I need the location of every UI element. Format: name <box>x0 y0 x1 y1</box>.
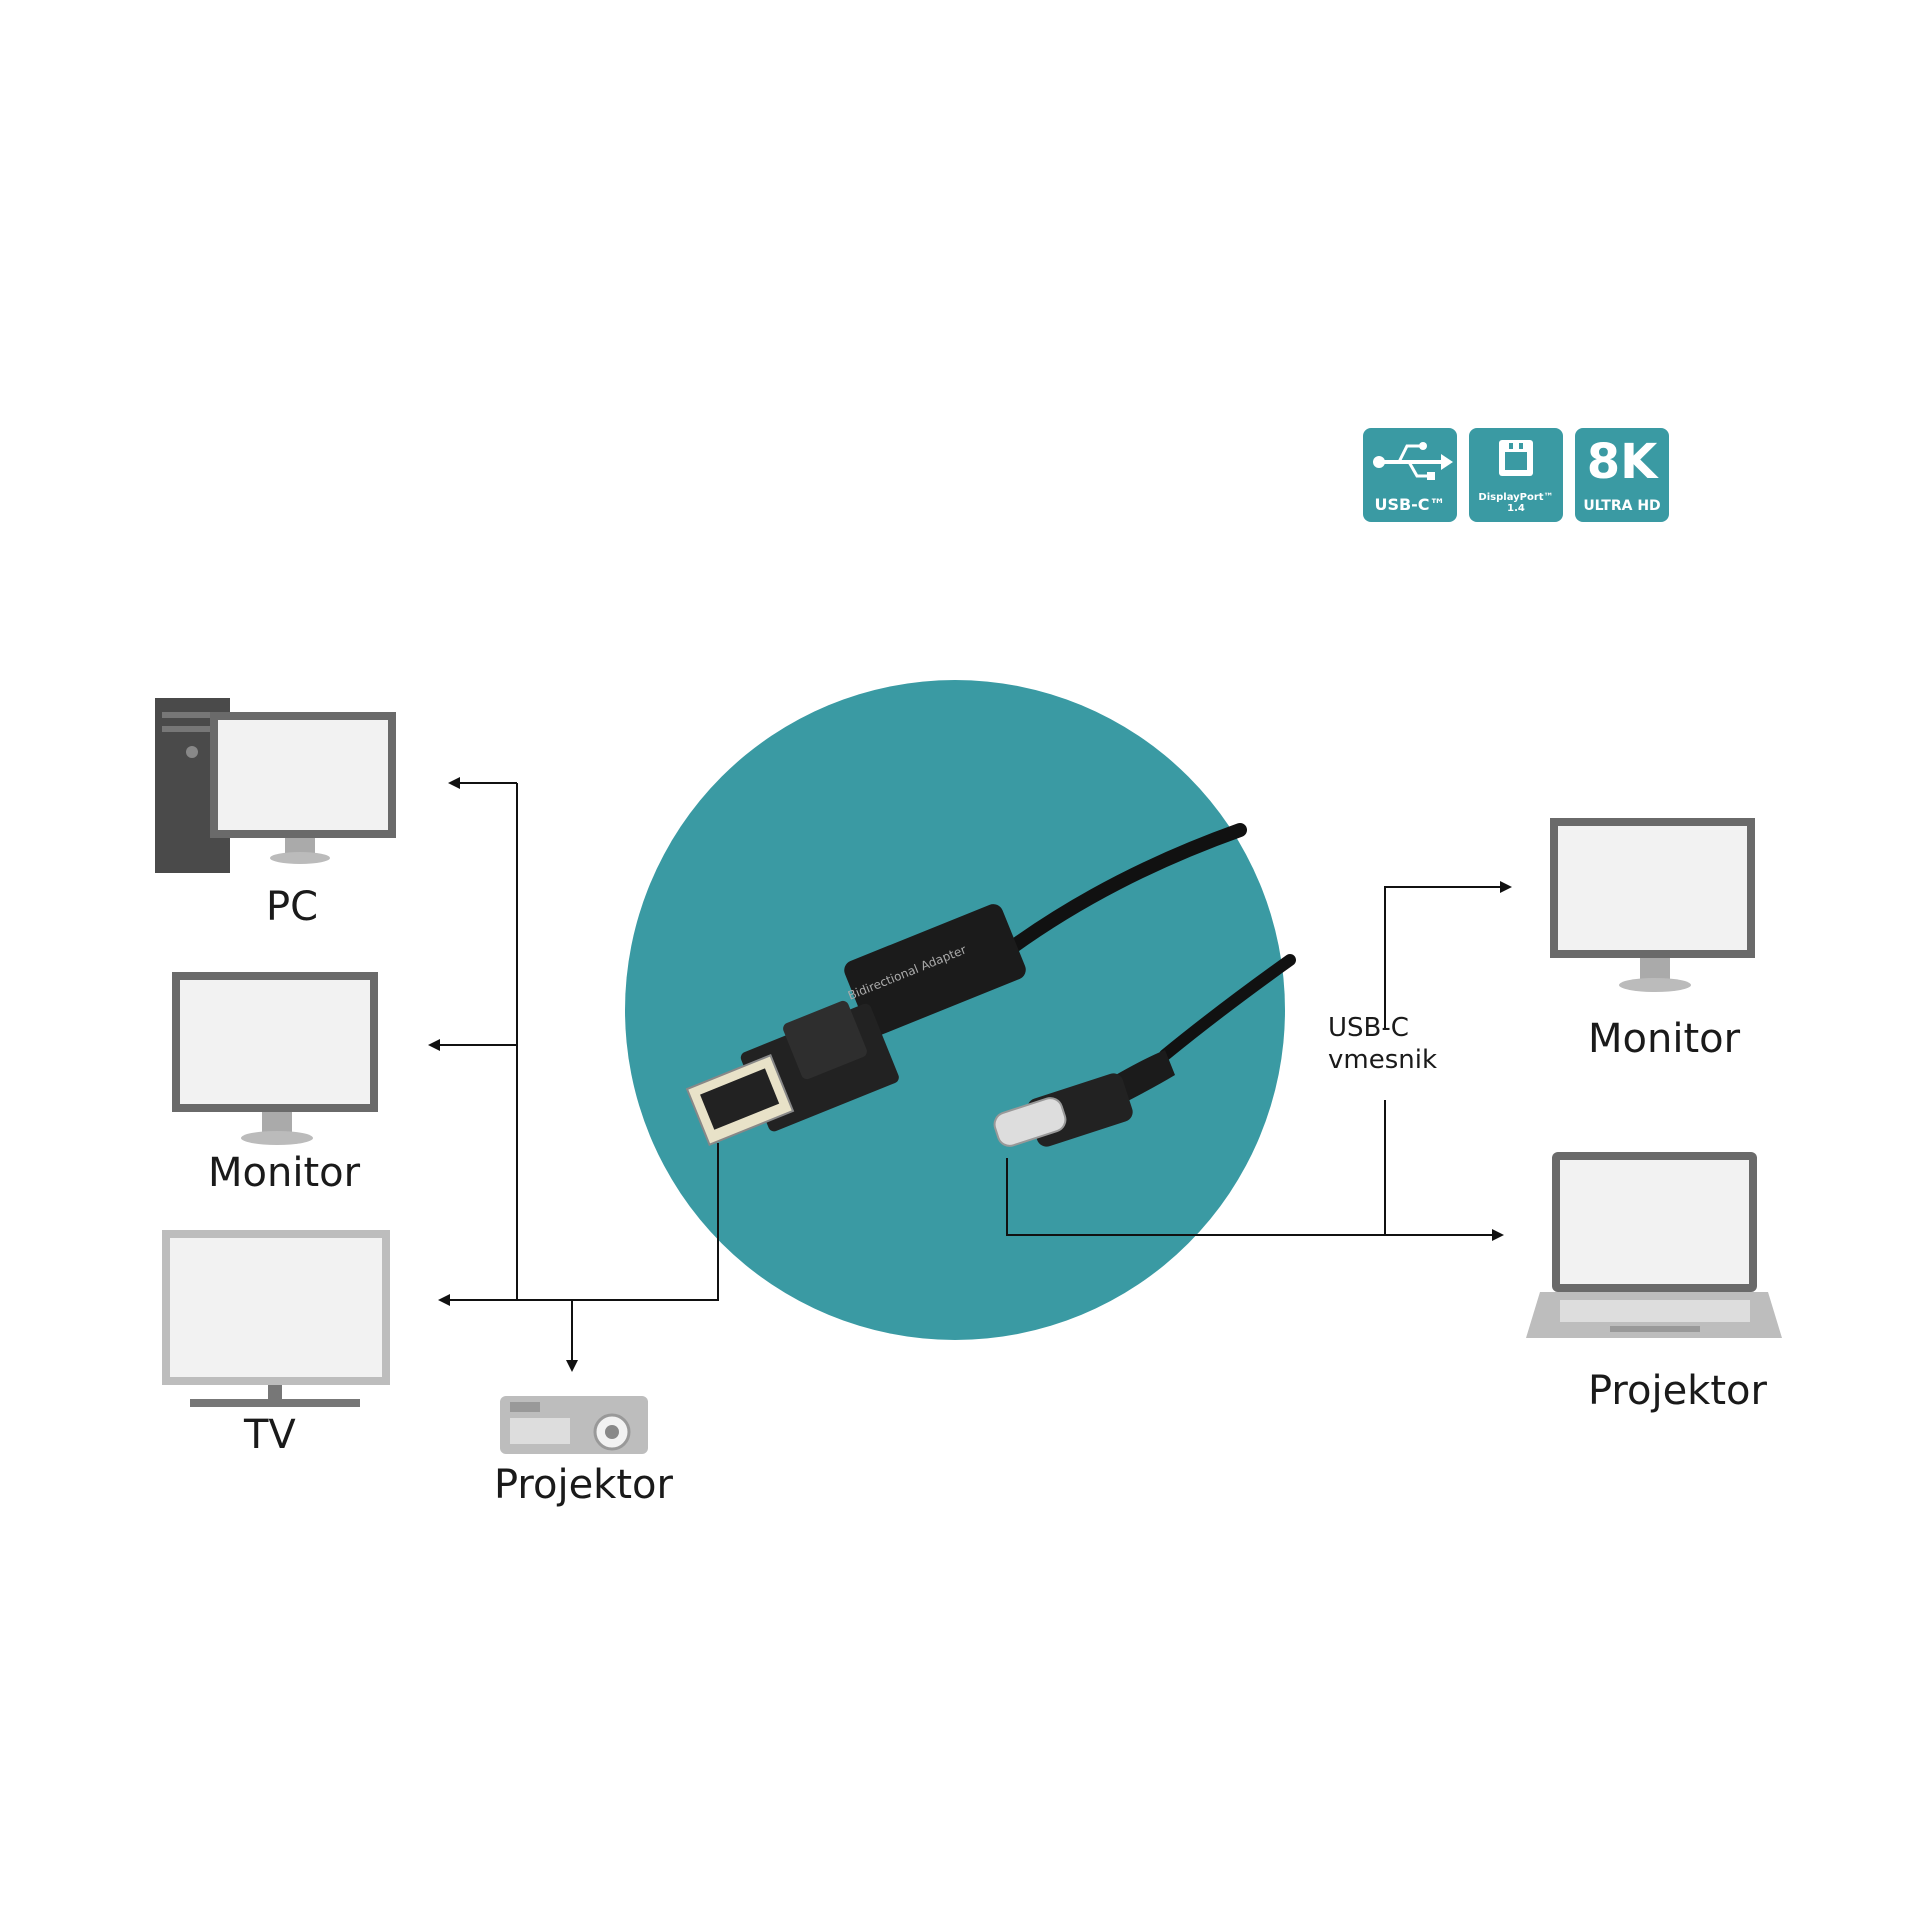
usb-icon <box>1373 442 1453 480</box>
usb-c-badge-label: USB-C™ <box>1374 495 1446 514</box>
tv-icon <box>162 1230 390 1407</box>
tv-label: TV <box>244 1412 296 1458</box>
left-monitor-label: Monitor <box>208 1150 361 1196</box>
right-connection-lines <box>1006 881 1512 1241</box>
pc-icon <box>155 698 396 873</box>
displayport-icon <box>1499 440 1533 476</box>
displayport-badge-label: DisplayPort™ 1.4 <box>1478 492 1554 514</box>
usb-c-badge: USB-C™ <box>1363 428 1457 522</box>
ultrahd-badge-label: ULTRA HD <box>1583 498 1661 514</box>
cable <box>988 823 1296 1061</box>
left-projector-icon <box>500 1396 648 1454</box>
laptop-icon <box>1526 1152 1782 1338</box>
displayport-connector: Bidirectional Adapter <box>685 904 1026 1146</box>
left-connection-lines <box>428 777 719 1372</box>
ultrahd-badge-big: 8K <box>1586 434 1658 490</box>
right-monitor-icon <box>1550 818 1755 992</box>
ultrahd-badge: 8K ULTRA HD <box>1575 428 1669 522</box>
usbc-connector <box>993 1050 1175 1147</box>
left-monitor-icon <box>172 972 378 1145</box>
right-monitor-label: Monitor <box>1588 1016 1741 1062</box>
displayport-badge: DisplayPort™ 1.4 <box>1469 428 1563 522</box>
usbc-label-line1: USB-C <box>1328 1013 1409 1043</box>
left-projector-label: Projektor <box>494 1462 673 1508</box>
pc-label: PC <box>266 884 319 930</box>
right-projector-label: Projektor <box>1588 1368 1767 1414</box>
usbc-label: USB-C vmesnik <box>1328 1012 1437 1076</box>
usbc-label-line2: vmesnik <box>1328 1045 1438 1075</box>
teal-circle <box>625 680 1285 1340</box>
